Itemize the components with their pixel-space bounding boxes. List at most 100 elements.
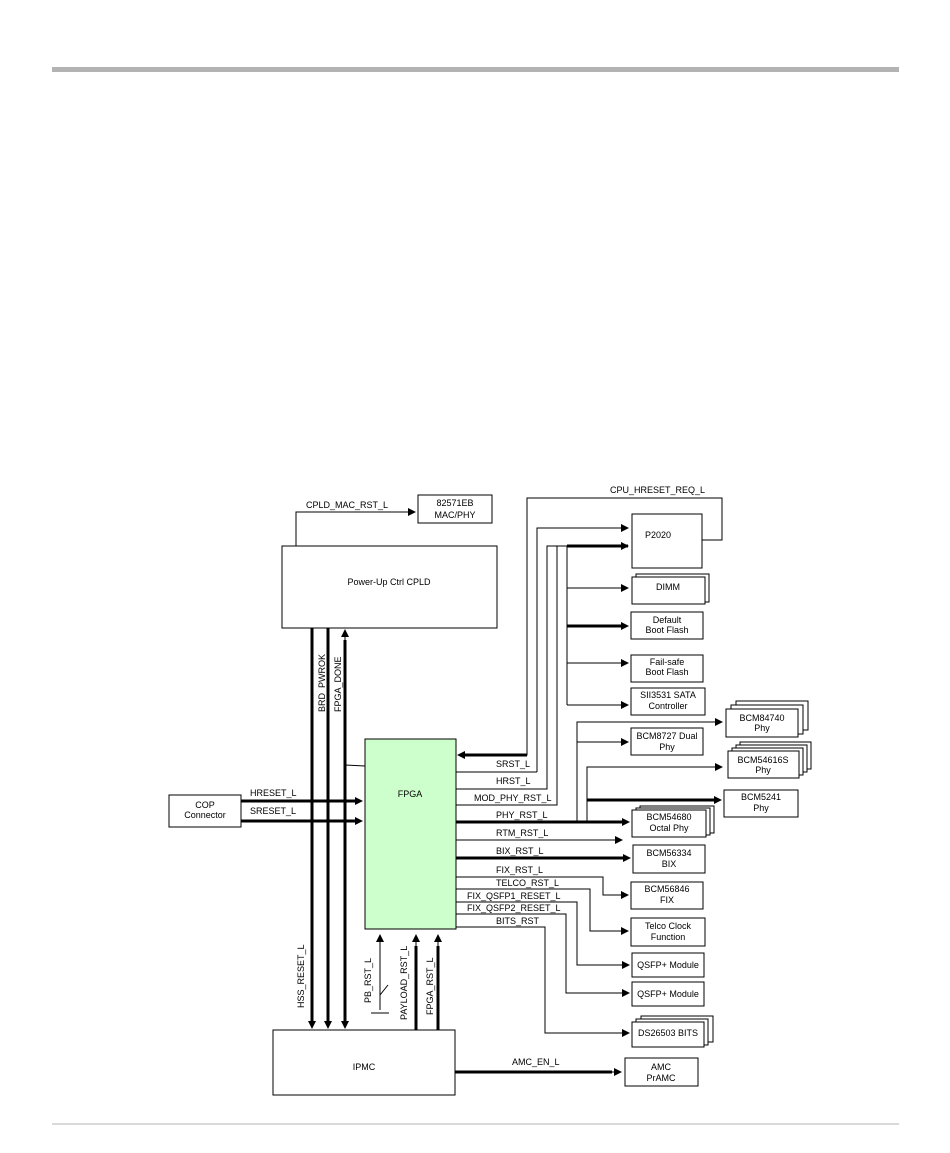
svg-text:TELCO_RST_L: TELCO_RST_L	[496, 878, 559, 888]
svg-text:SRESET_L: SRESET_L	[250, 806, 296, 816]
bcm84740-block: BCM84740 Phy	[725, 700, 809, 738]
svg-text:DS26503 BITS: DS26503 BITS	[638, 1028, 698, 1038]
svg-text:CPU_HRESET_REQ_L: CPU_HRESET_REQ_L	[610, 485, 705, 495]
svg-text:Controller: Controller	[648, 701, 687, 711]
svg-text:FPGA_RST_L: FPGA_RST_L	[425, 957, 435, 1015]
pb-rst-line: PB_RST_L	[363, 934, 389, 1014]
svg-text:BCM56846: BCM56846	[644, 884, 689, 894]
svg-text:HRESET_L: HRESET_L	[250, 788, 297, 798]
svg-text:BIX_RST_L: BIX_RST_L	[496, 846, 544, 856]
svg-text:MOD_PHY_RST_L: MOD_PHY_RST_L	[474, 793, 552, 803]
svg-text:Octal Phy: Octal Phy	[649, 823, 689, 833]
svg-text:HRST_L: HRST_L	[496, 776, 531, 786]
p2020-block: P2020	[631, 513, 703, 569]
cpld-mac-rst-line: CPLD_MAC_RST_L	[295, 500, 416, 546]
amc-block: AMC PrAMC	[624, 1057, 699, 1087]
cpld-label: Power-Up Ctrl CPLD	[347, 577, 431, 587]
hss-reset-label: HSS_RESET_L	[296, 944, 306, 1008]
svg-text:PB_RST_L: PB_RST_L	[363, 958, 373, 1003]
svg-text:BCM54680: BCM54680	[646, 812, 691, 822]
svg-text:RTM_RST_L: RTM_RST_L	[496, 828, 548, 838]
svg-text:Phy: Phy	[753, 803, 769, 813]
svg-text:Telco Clock: Telco Clock	[645, 921, 692, 931]
svg-text:FIX_QSFP1_RESET_L: FIX_QSFP1_RESET_L	[467, 891, 561, 901]
sata-controller-block: SII3531 SATA Controller	[630, 687, 706, 716]
svg-text:SII3531 SATA: SII3531 SATA	[640, 690, 696, 700]
bcm54616s-block: BCM54616S Phy	[727, 741, 812, 779]
fpga-rst-line: FPGA_RST_L	[425, 934, 442, 1030]
svg-text:Phy: Phy	[755, 765, 771, 775]
svg-text:BITS_RST: BITS_RST	[496, 916, 540, 926]
svg-text:BCM54616S: BCM54616S	[737, 755, 788, 765]
sreset-line: SRESET_L	[241, 806, 363, 825]
svg-text:BCM56334: BCM56334	[646, 848, 691, 858]
svg-text:FIX_RST_L: FIX_RST_L	[496, 865, 543, 875]
svg-text:PAYLOAD_RST_L: PAYLOAD_RST_L	[399, 946, 409, 1020]
bcm54680-block: BCM54680 Octal Phy	[631, 805, 715, 838]
svg-text:Boot Flash: Boot Flash	[645, 667, 688, 677]
qsfp2-block: QSFP+ Module	[631, 981, 705, 1007]
svg-text:AMC_EN_L: AMC_EN_L	[512, 1057, 560, 1067]
bcm56334-block: BCM56334 BIX	[632, 844, 706, 874]
svg-text:PHY_RST_L: PHY_RST_L	[496, 810, 548, 820]
cpld-block: Power-Up Ctrl CPLD	[281, 545, 498, 629]
ipmc-block: IPMC	[272, 1029, 456, 1096]
ds26503-block: DS26503 BITS	[631, 1015, 714, 1048]
svg-text:IPMC: IPMC	[353, 1062, 376, 1072]
svg-text:Boot Flash: Boot Flash	[645, 625, 688, 635]
bcm5241-block: BCM5241 Phy	[723, 789, 799, 818]
svg-text:P2020: P2020	[645, 530, 671, 540]
svg-text:COP: COP	[195, 800, 215, 810]
svg-text:Function: Function	[651, 932, 686, 942]
fix-qsfp1-line: FIX_QSFP1_RESET_L	[456, 891, 630, 969]
default-boot-flash-block: Default Boot Flash	[630, 611, 704, 640]
fpga-done-label: FPGA_DONE	[333, 656, 343, 712]
bcm8727-block: BCM8727 Dual Phy	[630, 727, 704, 756]
svg-text:BCM84740: BCM84740	[739, 713, 784, 723]
svg-text:Phy: Phy	[659, 742, 675, 752]
svg-text:FIX: FIX	[660, 895, 674, 905]
telco-clock-block: Telco Clock Function	[630, 917, 706, 947]
svg-text:DIMM: DIMM	[656, 582, 680, 592]
svg-text:BIX: BIX	[662, 859, 677, 869]
svg-text:QSFP+ Module: QSFP+ Module	[637, 960, 699, 970]
svg-text:Default: Default	[653, 615, 682, 625]
svg-text:FIX_QSFP2_RESET_L: FIX_QSFP2_RESET_L	[467, 903, 561, 913]
bits-rst-line: BITS_RST	[456, 916, 630, 1037]
svg-text:Fail-safe: Fail-safe	[650, 657, 685, 667]
bcm56846-block: BCM56846 FIX	[630, 881, 704, 910]
svg-text:AMC: AMC	[651, 1062, 672, 1072]
fpga-label: FPGA	[398, 789, 423, 799]
amc-en-line: AMC_EN_L	[455, 1057, 622, 1076]
header-rule	[52, 67, 899, 72]
srst-to-p2020	[536, 524, 629, 772]
brd-pwrok-label: BRD_PWROK	[317, 654, 327, 712]
bix-rst-line: BIX_RST_L	[456, 846, 631, 862]
svg-text:SRST_L: SRST_L	[496, 759, 530, 769]
svg-text:Connector: Connector	[184, 810, 226, 820]
mod-phy-rst-line: MOD_PHY_RST_L	[456, 546, 558, 806]
qsfp1-block: QSFP+ Module	[631, 952, 705, 978]
phy-bcm54616	[586, 763, 723, 822]
cop-connector-block: COP Connector	[168, 794, 242, 828]
svg-text:MAC/PHY: MAC/PHY	[434, 510, 475, 520]
rtm-rst-line: RTM_RST_L	[456, 828, 623, 844]
svg-text:BCM5241: BCM5241	[741, 792, 781, 802]
cpld-vertical-buses	[308, 628, 366, 1029]
telco-rst-line: TELCO_RST_L	[456, 878, 629, 935]
fpga-block: FPGA	[364, 738, 457, 930]
svg-text:BCM8727 Dual: BCM8727 Dual	[636, 731, 697, 741]
svg-text:Phy: Phy	[754, 723, 770, 733]
payload-rst-line: PAYLOAD_RST_L	[399, 934, 420, 1030]
failsafe-boot-flash-block: Fail-safe Boot Flash	[630, 654, 704, 683]
fix-rst-line: FIX_RST_L	[456, 865, 629, 899]
mac-phy-block: 82571EB MAC/PHY	[417, 494, 493, 524]
dimm-block: DIMM	[631, 573, 710, 605]
svg-text:QSFP+ Module: QSFP+ Module	[637, 989, 699, 999]
svg-text:PrAMC: PrAMC	[647, 1073, 677, 1083]
fix-qsfp2-line: FIX_QSFP2_RESET_L	[456, 903, 630, 997]
hreset-line: HRESET_L	[241, 788, 363, 805]
svg-text:82571EB: 82571EB	[436, 498, 473, 508]
svg-text:CPLD_MAC_RST_L: CPLD_MAC_RST_L	[306, 500, 388, 510]
